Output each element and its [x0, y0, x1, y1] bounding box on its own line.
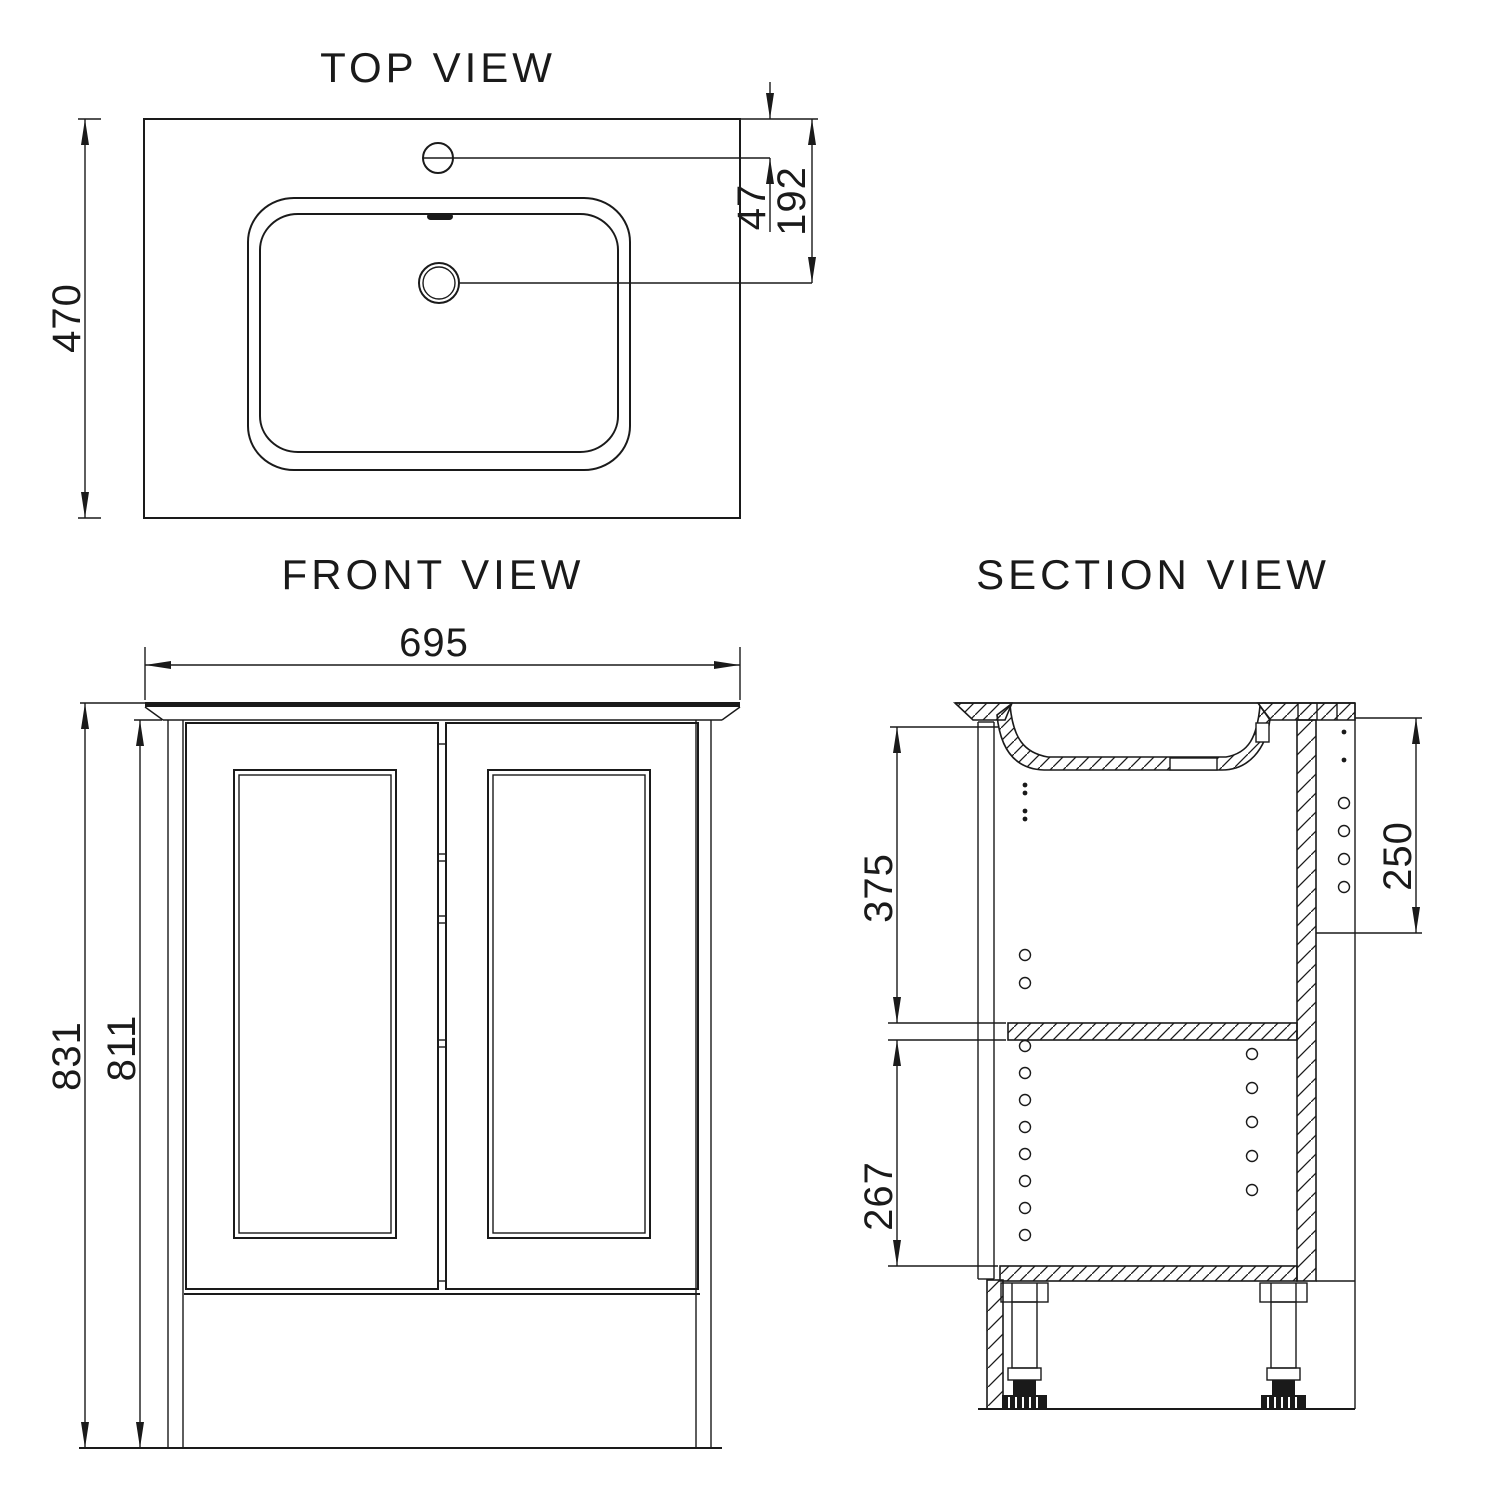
shelf-pin-holes-front: [1018, 782, 1032, 1242]
front-view-title: FRONT VIEW: [282, 551, 585, 598]
basin-rim-clip: [1255, 722, 1270, 743]
dim-tap-offset-47: 47: [730, 82, 818, 232]
dim-lower-compartment-267: 267: [857, 1039, 1006, 1267]
overflow-slot: [427, 213, 453, 220]
shelf-pin-holes-side: [1337, 729, 1351, 894]
front-view: FRONT VIEW 695: [45, 551, 741, 1449]
svg-text:192: 192: [770, 166, 814, 236]
svg-text:47: 47: [730, 184, 774, 231]
right-door-panel: [487, 769, 651, 1239]
front-countertop: [144, 702, 741, 721]
front-leg: [1000, 1282, 1049, 1409]
svg-text:811: 811: [100, 1015, 144, 1082]
shelf-pin-holes-back: [1245, 1047, 1259, 1197]
countertop-outline: [143, 118, 741, 519]
svg-text:695: 695: [399, 621, 469, 665]
right-door: [445, 722, 699, 1290]
drain-outer: [418, 262, 460, 304]
left-door-panel: [233, 769, 397, 1239]
top-view: TOP VIEW 470 47: [45, 44, 818, 519]
svg-text:250: 250: [1376, 821, 1420, 891]
front-carcass-sides: [167, 720, 712, 1448]
basin-bowl-section: [996, 703, 1271, 771]
back-leg: [1259, 1282, 1308, 1409]
svg-text:375: 375: [857, 853, 901, 923]
section-door: [977, 721, 995, 1280]
dim-upper-compartment-375: 375: [857, 726, 1006, 1024]
dim-total-height-831: 831: [45, 702, 145, 1448]
dim-top-clearance-250: 250: [1316, 717, 1422, 934]
bowl-overflow-recess: [1169, 757, 1218, 771]
dim-width-695: 695: [144, 621, 741, 700]
door-gap-ticks: [437, 743, 447, 1282]
svg-text:831: 831: [45, 1021, 89, 1091]
side-panel-beyond-cut: [1316, 703, 1356, 1409]
dim-depth-470: 470: [45, 118, 101, 519]
basin-outer-edge: [247, 197, 631, 471]
dim-carcass-height-811: 811: [100, 719, 162, 1448]
bottom-panel-section: [999, 1265, 1298, 1282]
counter-section-right: [1256, 702, 1356, 721]
drain-inner: [422, 266, 456, 300]
back-panel-section: [1296, 719, 1317, 1282]
svg-text:267: 267: [857, 1161, 901, 1231]
section-view-title: SECTION VIEW: [976, 551, 1330, 598]
dim-drain-offset-192: 192: [770, 119, 816, 283]
top-view-title: TOP VIEW: [320, 44, 556, 91]
basin-inner-edge: [259, 213, 619, 453]
left-door: [185, 722, 439, 1290]
section-view: SECTION VIEW: [857, 551, 1422, 1410]
svg-text:470: 470: [45, 283, 89, 353]
shelf-section: [1007, 1022, 1298, 1041]
